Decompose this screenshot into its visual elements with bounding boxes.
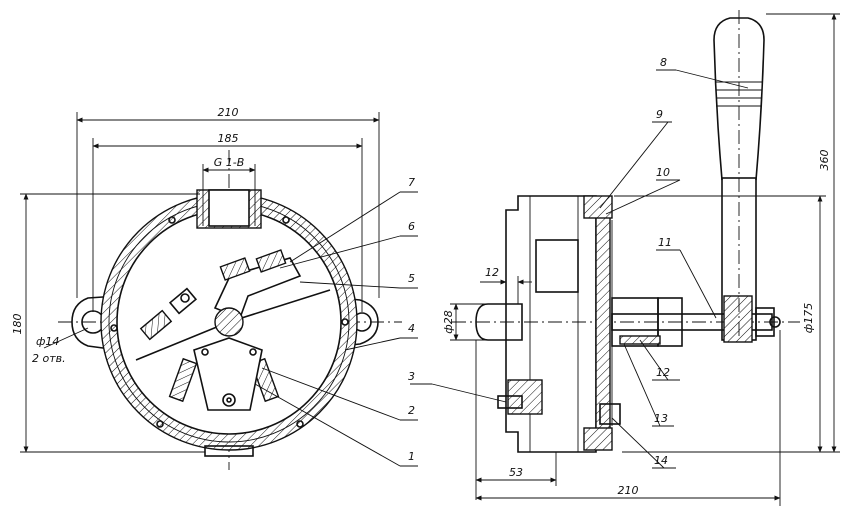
valve-lower	[168, 337, 280, 411]
callout-9: 9	[656, 108, 663, 121]
callout-13: 13	[654, 412, 668, 425]
gasket-bottom	[583, 427, 613, 451]
callout-6: 6	[408, 220, 415, 233]
dim-label: ф14	[36, 335, 59, 348]
callouts-left: 7 6 5 4 2 1	[254, 176, 418, 467]
callout-7: 7	[408, 176, 415, 189]
bolt-3-boss	[507, 379, 543, 415]
left-ear	[71, 295, 119, 351]
outlet-boss	[204, 445, 254, 457]
callout-14: 14	[654, 454, 668, 467]
valve-left	[139, 287, 198, 341]
dim-label: G 1-B	[214, 156, 245, 169]
body-window	[535, 239, 579, 293]
right-ear	[339, 297, 379, 347]
shaft-hub	[214, 307, 244, 337]
dim-label: 53	[509, 466, 523, 479]
dim-label: 2 отв.	[32, 352, 66, 365]
callout-2: 2	[408, 404, 415, 417]
dim-label: ф28	[442, 310, 455, 333]
dim-label: 210	[618, 484, 639, 497]
gasket-top	[583, 195, 613, 219]
cover-plate	[595, 197, 611, 447]
nut	[657, 297, 683, 347]
dim-shaft-12: 12	[480, 266, 532, 304]
dim-210-right: 210	[475, 330, 781, 506]
callout-3: 3	[408, 370, 415, 383]
shaft	[611, 313, 773, 331]
callout-12: 12	[656, 366, 670, 379]
dim-28: ф28	[442, 303, 488, 341]
dim-label: 210	[218, 106, 239, 119]
callout-4: 4	[408, 322, 415, 335]
dim-label: 360	[818, 150, 831, 171]
dim-175: ф175	[614, 195, 826, 453]
valve-upper	[219, 249, 287, 281]
callout-10: 10	[656, 166, 670, 179]
front-view: 210 185 G 1-B 180 ф14 2 отв.	[11, 106, 402, 470]
dim-label: 12	[485, 266, 499, 279]
inlet-bore	[208, 189, 250, 227]
bolt-3	[497, 395, 523, 409]
dim-label: ф175	[802, 303, 815, 333]
dim-53: 53	[475, 340, 557, 500]
end-nut	[755, 307, 775, 337]
callouts-right: 8 9 10 11 12 13 14 3	[408, 56, 749, 469]
lever-hub	[723, 295, 753, 343]
dim-hole: ф14 2 отв.	[32, 327, 89, 365]
callout-1: 1	[408, 450, 415, 463]
dim-thread: G 1-B	[202, 156, 256, 192]
dim-185: 185	[92, 132, 363, 312]
dim-label: 180	[11, 314, 24, 335]
dim-180: 180	[11, 193, 205, 453]
side-view: 12 ф28 53 210 360 ф175	[442, 10, 840, 506]
callout-5: 5	[408, 272, 415, 285]
callout-11: 11	[658, 236, 672, 249]
bolt-14	[599, 403, 621, 425]
dim-label: 185	[218, 132, 239, 145]
callout-8: 8	[660, 56, 667, 69]
dim-360: 360	[622, 13, 840, 453]
casing-bolts	[110, 216, 349, 428]
